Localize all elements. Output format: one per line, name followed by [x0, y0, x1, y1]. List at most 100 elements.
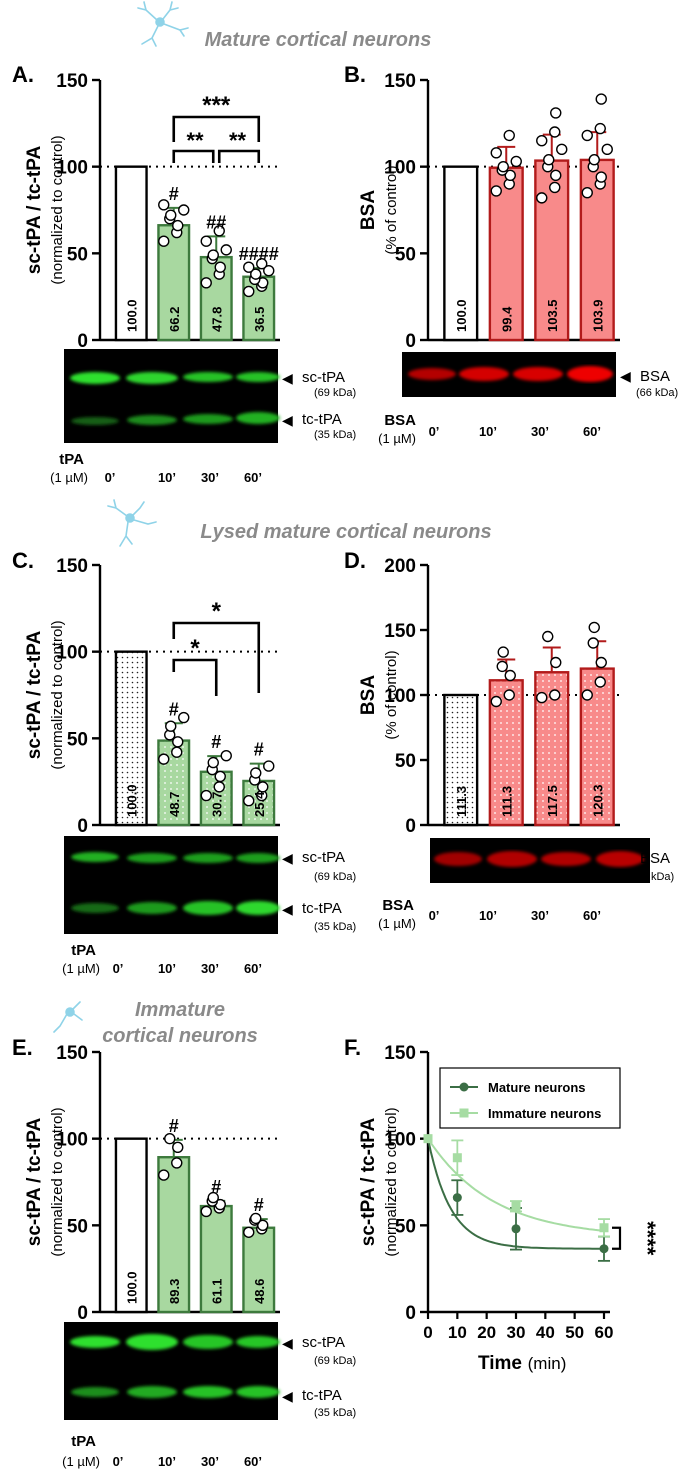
data-point: [200, 277, 212, 289]
western-blot-c: [64, 836, 280, 934]
data-point: [250, 767, 262, 779]
data-point: [243, 1226, 255, 1238]
blot-label-bsa: BSA: [640, 368, 670, 385]
legend-box: [439, 1067, 621, 1129]
treatment-dose: (1 µM): [62, 961, 100, 976]
data-point: [214, 261, 226, 273]
significance-hash: #: [169, 1116, 179, 1136]
legend-label: Immature neurons: [488, 1106, 601, 1121]
neuron-icon: [53, 1001, 83, 1033]
bar: [443, 165, 479, 342]
y-axis-sublabel: (normalized to control): [49, 135, 66, 284]
data-point: [158, 235, 170, 247]
y-tick-label: 0: [405, 816, 416, 837]
data-point: [594, 676, 606, 688]
lane-label: 0’: [113, 961, 124, 976]
y-tick-label: 150: [56, 71, 88, 92]
western-blot-a: [64, 349, 280, 443]
bar-value-label: 117.5: [545, 785, 560, 817]
data-point: [220, 244, 232, 256]
data-point: [243, 795, 255, 807]
stat-stars: ****: [635, 1221, 660, 1256]
lane-label: 30’: [201, 1454, 219, 1469]
lane-label: 60’: [244, 1454, 262, 1469]
data-point: [164, 1132, 176, 1145]
blot-kda-tc-tpa: (35 kDa): [314, 921, 356, 933]
data-point: [158, 1169, 170, 1181]
data-point: [549, 126, 561, 138]
lane-label: 10’: [479, 424, 497, 439]
blot-arrow: ◀: [282, 412, 293, 428]
blot-label-sc-tpa: sc-tPA: [302, 1334, 345, 1351]
y-tick-label: 50: [395, 1216, 416, 1237]
data-point: [503, 129, 515, 142]
data-point: [158, 753, 170, 765]
y-tick-label: 100: [384, 686, 416, 707]
significance-hash: #: [254, 1195, 264, 1215]
western-blot-d: [430, 838, 650, 883]
data-point: [556, 143, 568, 156]
lane-label: 0’: [429, 908, 440, 923]
data-point: [595, 656, 607, 669]
y-axis-label: sc-tPA / tc-tPA: [24, 1118, 45, 1247]
blot-kda-bsa: (66 kDa): [636, 387, 678, 399]
stat-bracket: [217, 149, 261, 163]
data-point: [599, 1244, 609, 1254]
y-axis-sublabel: (% of control): [383, 650, 400, 739]
panel-letter: B.: [344, 62, 366, 87]
blot-arrow: ◀: [620, 368, 631, 384]
y-tick-label: 50: [67, 244, 88, 265]
bar-value-label: 61.1: [209, 1279, 224, 1304]
y-tick-label: 50: [395, 751, 416, 772]
blot-kda-sc-tpa: (69 kDa): [314, 1355, 356, 1367]
data-point: [207, 756, 219, 769]
y-tick-label: 0: [405, 1303, 416, 1324]
legend-marker: [459, 1108, 469, 1118]
data-point: [171, 746, 183, 758]
blot-arrow: ◀: [282, 370, 293, 386]
data-point: [601, 143, 613, 156]
blot-kda-sc-tpa: (69 kDa): [314, 871, 356, 883]
bar-value-label: 36.5: [252, 307, 267, 332]
bar-value-label: 100.0: [454, 299, 469, 332]
blot-label-sc-tpa: sc-tPA: [302, 849, 345, 866]
data-point: [497, 160, 509, 173]
data-point: [550, 169, 562, 182]
bar-value-label: 100.0: [124, 784, 139, 817]
data-point: [200, 789, 212, 802]
significance-hash: #: [254, 740, 264, 760]
blot-kda-bsa: (66 kDa): [632, 871, 674, 883]
blot-label-bsa: BSA: [640, 850, 670, 867]
panel-letter: E.: [12, 1035, 33, 1060]
treatment-dose: (1 µM): [50, 470, 88, 485]
y-tick-label: 0: [77, 816, 88, 837]
treatment-dose: (1 µM): [378, 431, 416, 446]
y-tick-label: 100: [384, 158, 416, 179]
stat-bracket: [172, 149, 215, 163]
data-point: [581, 689, 593, 701]
lane-label: 10’: [479, 908, 497, 923]
bar-value-label: 100.0: [124, 1271, 139, 1304]
bar: [114, 165, 148, 342]
lane-label: 10’: [158, 1454, 176, 1469]
y-tick-label: 0: [405, 331, 416, 352]
data-point: [549, 181, 561, 194]
y-tick-label: 100: [56, 1130, 88, 1151]
panel-letter: C.: [12, 548, 34, 573]
bar-value-label: 89.3: [167, 1279, 182, 1304]
legend-marker: [459, 1082, 469, 1092]
significance-hash: ##: [206, 212, 226, 232]
data-point: [587, 637, 599, 649]
data-point: [220, 749, 232, 762]
data-point: [178, 711, 190, 724]
legend-label: Mature neurons: [488, 1080, 586, 1095]
data-point: [490, 147, 502, 159]
data-point: [172, 1141, 184, 1154]
data-point: [550, 656, 562, 669]
bar-value-label: 100.0: [124, 299, 139, 332]
panel-letter: F.: [344, 1035, 361, 1060]
